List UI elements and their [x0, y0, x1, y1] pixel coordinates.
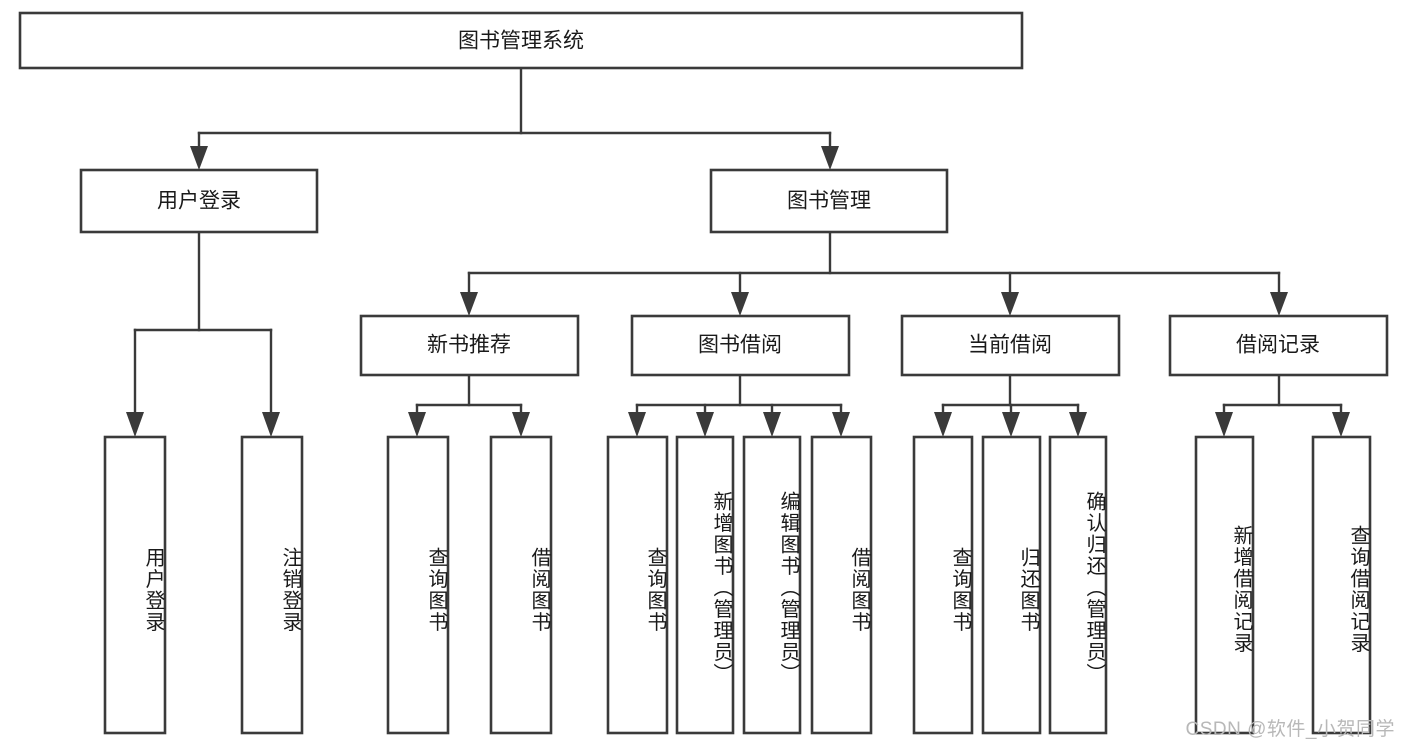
arrow-head-cb-leaf2: [1002, 412, 1020, 437]
leaf-bb-borrow-book-box[interactable]: [810, 435, 873, 735]
node-user-login-label: 用户登录: [157, 190, 241, 213]
arrow-head-borrow-record: [1270, 292, 1288, 316]
leaf-br-add-record-box[interactable]: [1194, 435, 1255, 735]
node-user-login[interactable]: 用户登录: [79, 168, 319, 234]
node-book-borrow-box[interactable]: [630, 314, 851, 377]
arrow-head-user-login: [190, 146, 208, 170]
node-borrow-record-box[interactable]: [1168, 314, 1389, 377]
arrow-head-nb-leaf2: [512, 412, 530, 437]
leaf-node[interactable]: 编辑图书（管理员）: [742, 435, 802, 735]
arrow-head-br-leaf1: [1215, 412, 1233, 437]
leaf-bb-edit-book-box[interactable]: [742, 435, 802, 735]
node-user-login-box[interactable]: [79, 168, 319, 234]
leaf-bb-add-book-box[interactable]: [675, 435, 735, 735]
leaf-node[interactable]: 新增图书（管理员）: [675, 435, 735, 735]
leaf-logout-box[interactable]: [240, 435, 304, 735]
arrow-head-new-book: [460, 292, 478, 316]
node-book-manage[interactable]: 图书管理: [709, 168, 949, 234]
node-root-box[interactable]: [18, 11, 1024, 70]
leaf-node[interactable]: 查询图书: [606, 435, 669, 735]
arrow-head-book-borrow: [731, 292, 749, 316]
node-new-book-recommend[interactable]: 新书推荐: [359, 314, 580, 377]
connectors-user-login-to-leaves: [126, 230, 280, 437]
arrow-head-book-manage: [821, 146, 839, 170]
node-new-book-recommend-label: 新书推荐: [427, 334, 511, 357]
node-book-borrow[interactable]: 图书借阅: [630, 314, 851, 377]
leaf-node[interactable]: 查询图书: [386, 435, 450, 735]
leaf-bb-add-book-label: 新增图书（管理员）: [710, 491, 732, 685]
connectors-book-borrow-to-leaves: [628, 373, 850, 437]
leaf-cb-confirm-return-label: 确认归还（管理员）: [1083, 491, 1105, 685]
leaf-node[interactable]: 注销登录: [240, 435, 304, 735]
leaf-cb-confirm-return-box[interactable]: [1048, 435, 1108, 735]
leaf-user-login-label: 用户登录: [142, 546, 164, 633]
connectors-root-to-level2: [190, 66, 839, 170]
node-root-label: 图书管理系统: [458, 30, 584, 53]
arrow-head-current-borrow: [1001, 292, 1019, 316]
node-new-book-recommend-box[interactable]: [359, 314, 580, 377]
arrow-head-br-leaf2: [1332, 412, 1350, 437]
leaf-cb-query-book-label: 查询图书: [949, 546, 971, 633]
node-current-borrow-box[interactable]: [900, 314, 1121, 377]
leaf-br-query-record-label: 查询借阅记录: [1347, 525, 1369, 654]
leaf-node[interactable]: 借阅图书: [810, 435, 873, 735]
arrow-head-bb-leaf3: [763, 412, 781, 437]
connectors-borrow-record-to-leaves: [1215, 373, 1350, 437]
arrow-head-bb-leaf4: [832, 412, 850, 437]
leaf-logout-label: 注销登录: [279, 546, 301, 633]
node-book-borrow-label: 图书借阅: [698, 334, 782, 357]
node-root[interactable]: 图书管理系统: [18, 11, 1024, 70]
leaf-bb-edit-book-label: 编辑图书（管理员）: [777, 491, 799, 685]
node-borrow-record[interactable]: 借阅记录: [1168, 314, 1389, 377]
leaf-cb-return-book-box[interactable]: [981, 435, 1042, 735]
arrow-head-bb-leaf1: [628, 412, 646, 437]
leaf-node[interactable]: 归还图书: [981, 435, 1042, 735]
leaf-node[interactable]: 借阅图书: [489, 435, 553, 735]
leaf-br-add-record-label: 新增借阅记录: [1230, 525, 1252, 654]
connectors-book-manage-to-level3: [460, 230, 1288, 316]
leaf-nb-query-book-box[interactable]: [386, 435, 450, 735]
leaf-node[interactable]: 查询借阅记录: [1311, 435, 1372, 735]
leaf-bb-query-book-box[interactable]: [606, 435, 669, 735]
leaf-node[interactable]: 查询图书: [912, 435, 974, 735]
node-borrow-record-label: 借阅记录: [1236, 334, 1320, 357]
node-book-manage-box[interactable]: [709, 168, 949, 234]
leaf-node[interactable]: 新增借阅记录: [1194, 435, 1255, 735]
leaf-bb-borrow-book-label: 借阅图书: [848, 546, 870, 633]
csdn-watermark: CSDN @软件_小贺同学: [1185, 719, 1395, 740]
leaf-user-login-box[interactable]: [103, 435, 167, 735]
leaf-nb-borrow-book-label: 借阅图书: [528, 546, 550, 633]
node-current-borrow-label: 当前借阅: [968, 334, 1052, 357]
arrow-head-leaf-logout: [262, 412, 280, 437]
arrow-head-cb-leaf1: [934, 412, 952, 437]
arrow-head-cb-leaf3: [1069, 412, 1087, 437]
arrow-head-nb-leaf1: [408, 412, 426, 437]
node-current-borrow[interactable]: 当前借阅: [900, 314, 1121, 377]
leaf-nb-borrow-book-box[interactable]: [489, 435, 553, 735]
leaf-cb-return-book-label: 归还图书: [1017, 546, 1039, 633]
leaf-br-query-record-box[interactable]: [1311, 435, 1372, 735]
leaf-bb-query-book-label: 查询图书: [644, 546, 666, 633]
leaf-cb-query-book-box[interactable]: [912, 435, 974, 735]
leaf-node[interactable]: 用户登录: [103, 435, 167, 735]
leaf-node[interactable]: 确认归还（管理员）: [1048, 435, 1108, 735]
node-book-manage-label: 图书管理: [787, 190, 871, 213]
connectors-new-book-to-leaves: [408, 373, 530, 437]
connectors-current-borrow-to-leaves: [934, 373, 1087, 437]
leaf-nb-query-book-label: 查询图书: [425, 546, 447, 633]
arrow-head-leaf-user-login: [126, 412, 144, 437]
arrow-head-bb-leaf2: [696, 412, 714, 437]
